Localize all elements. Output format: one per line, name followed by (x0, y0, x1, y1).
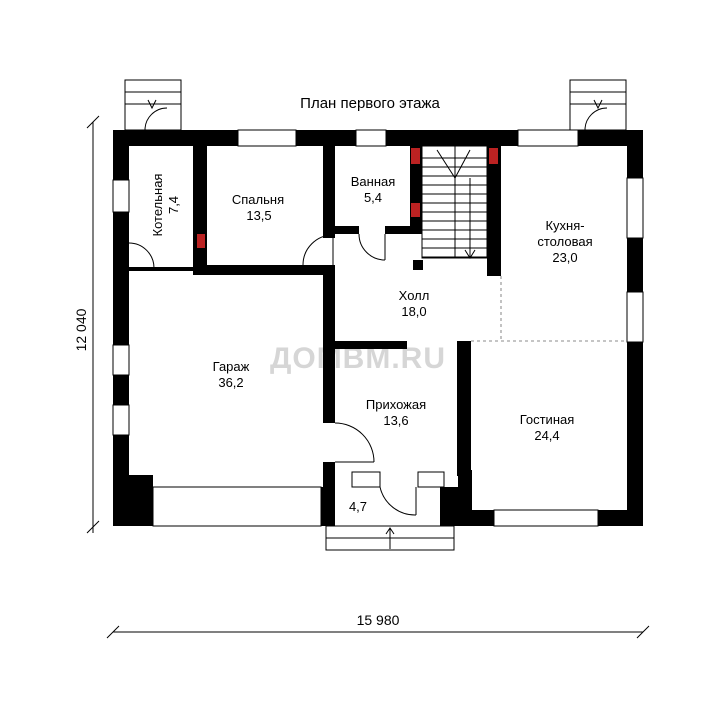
staircase (421, 145, 488, 259)
room-boiler: Котельная 7,4 (150, 174, 181, 237)
room-kitchen: Кухня- столовая 23,0 (537, 218, 592, 265)
room-name: Спальня (232, 192, 284, 207)
room-name: Прихожая (366, 397, 426, 412)
doors (128, 107, 608, 516)
room-entry: Прихожая 13,6 (366, 397, 426, 428)
room-name: Ванная (351, 174, 396, 189)
room-area: 36,2 (218, 375, 243, 390)
room-area: 23,0 (552, 250, 577, 265)
porches (124, 79, 627, 551)
room-living: Гостиная 24,4 (520, 412, 575, 443)
vent-ducts (197, 148, 498, 248)
room-area: 18,0 (401, 304, 426, 319)
room-name: Гараж (213, 359, 250, 374)
room-hall: Холл 18,0 (399, 288, 430, 319)
room-area: 24,4 (534, 428, 559, 443)
width-dimension: 15 980 (357, 612, 400, 628)
room-name: Котельная (150, 174, 165, 237)
room-area: 13,6 (383, 413, 408, 428)
dimension-lines (86, 115, 650, 639)
room-name-line2: столовая (537, 234, 592, 249)
height-dimension: 12 040 (73, 308, 89, 351)
room-bathroom: Ванная 5,4 (351, 174, 396, 205)
room-name: Холл (399, 288, 430, 303)
room-garage: Гараж 36,2 (213, 359, 250, 390)
zone-boundaries (471, 276, 627, 342)
room-area: 5,4 (364, 190, 382, 205)
room-area: 13,5 (246, 208, 271, 223)
room-name: Гостиная (520, 412, 575, 427)
windows (112, 129, 644, 527)
room-porch: 4,7 (349, 499, 367, 514)
plan-title: План первого этажа (300, 95, 440, 112)
interior-walls (129, 146, 501, 487)
room-name-line1: Кухня- (545, 218, 584, 233)
room-area: 4,7 (349, 499, 367, 514)
room-bedroom: Спальня 13,5 (232, 192, 284, 223)
room-area: 7,4 (166, 196, 181, 214)
